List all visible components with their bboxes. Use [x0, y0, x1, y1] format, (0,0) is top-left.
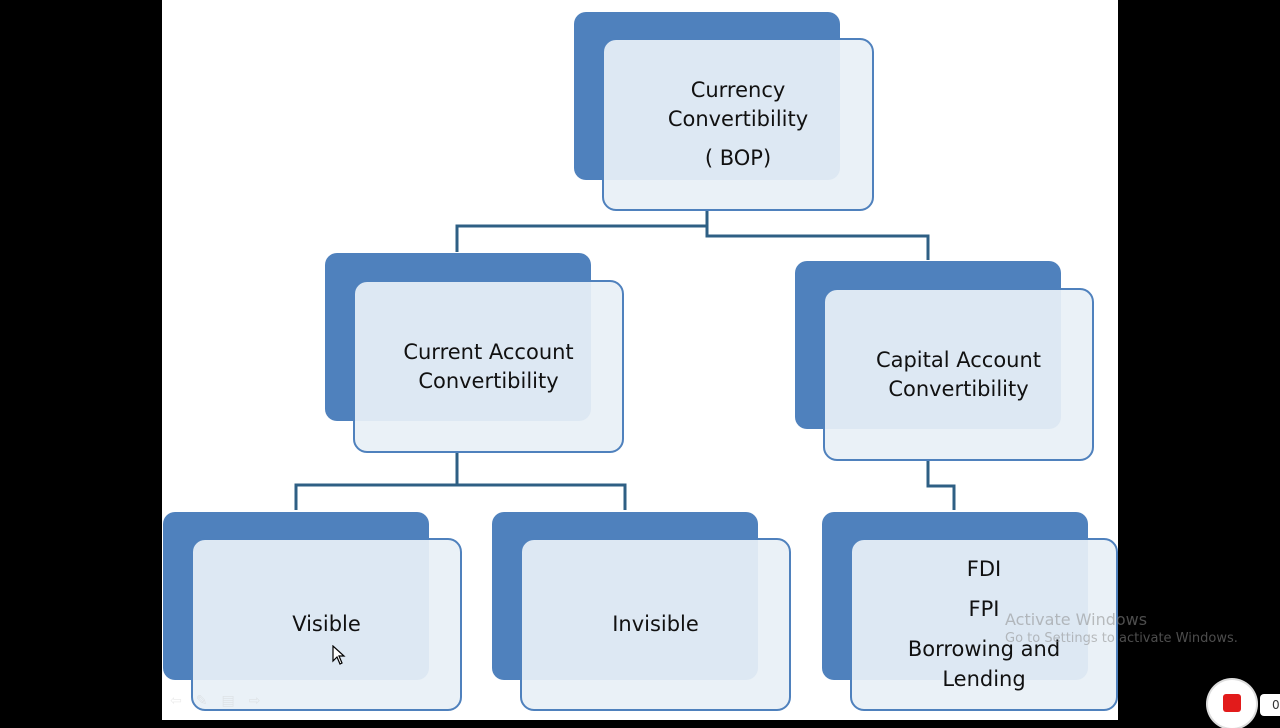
- menu-icon[interactable]: ▤: [221, 693, 235, 709]
- slideshow-nav[interactable]: ⇦ ✎ ▤ ⇨: [170, 692, 260, 710]
- mouse-cursor-icon: [332, 645, 346, 665]
- node-text-line: Convertibility: [418, 368, 559, 393]
- next-arrow-icon[interactable]: ⇨: [248, 693, 261, 709]
- node-text-line: Lending: [942, 667, 1026, 691]
- watermark-title: Activate Windows: [1005, 610, 1148, 629]
- node-text-line: Currency: [690, 78, 786, 102]
- node-label-box: Capital Account Convertibility: [823, 288, 1094, 461]
- node-label-box: Current Account Convertibility: [353, 280, 624, 453]
- watermark-subtitle: Go to Settings to activate Windows.: [1005, 631, 1238, 646]
- stop-icon: [1223, 694, 1241, 712]
- node-label-box: Currency Convertibility ( BOP): [602, 38, 874, 211]
- node-text-line: FPI: [968, 597, 1000, 621]
- node-text-line: Capital Account: [875, 347, 1042, 372]
- stop-recording-button[interactable]: [1208, 680, 1256, 728]
- node-text-line: Invisible: [612, 612, 699, 636]
- pen-icon[interactable]: ✎: [195, 693, 208, 709]
- node-text-line: FDI: [966, 557, 1002, 581]
- node-text-line: ( BOP): [704, 146, 772, 170]
- previous-arrow-icon[interactable]: ⇦: [170, 693, 182, 709]
- recorder-timer: 0: [1260, 694, 1280, 716]
- node-text-line: Current Account: [403, 339, 574, 364]
- activate-windows-watermark: Activate Windows Go to Settings to activ…: [1005, 610, 1238, 646]
- node-text-line: Borrowing and: [907, 637, 1061, 661]
- node-text-line: Visible: [292, 612, 361, 636]
- node-text-line: Convertibility: [667, 107, 809, 131]
- node-text-line: Convertibility: [888, 376, 1029, 401]
- node-label-box: Visible: [191, 538, 462, 711]
- node-label-box: Invisible: [520, 538, 791, 711]
- node-label-box: FDI FPI Borrowing and Lending: [850, 538, 1118, 711]
